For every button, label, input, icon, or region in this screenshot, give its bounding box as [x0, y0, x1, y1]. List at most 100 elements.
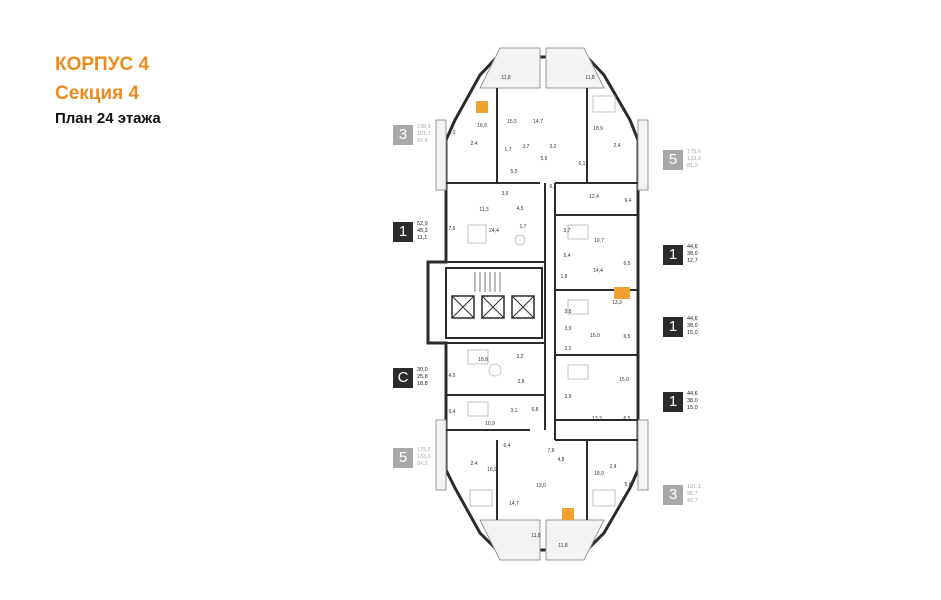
- area-value: 133,9: [687, 156, 701, 162]
- area-value: 42,6: [417, 138, 428, 144]
- room-area-label: 13,0: [536, 483, 546, 489]
- room-area-label: 4,8: [558, 457, 565, 463]
- area-value: 30,0: [417, 367, 428, 373]
- room-area-label: 3,9: [565, 394, 572, 400]
- room-area-label: 2,4: [471, 461, 478, 467]
- room-area-label: 6,5: [624, 334, 631, 340]
- room-area-label: 14,7: [509, 501, 519, 507]
- room-count-badge: 1: [663, 244, 683, 265]
- area-value: 18,8: [417, 381, 428, 387]
- room-area-label: 3,2: [550, 144, 557, 150]
- area-value: 38,0: [687, 398, 698, 404]
- area-value: 15,0: [687, 405, 698, 411]
- section-title: Секция 4: [55, 83, 140, 104]
- room-area-label: 9,4: [449, 409, 456, 415]
- room-area-label: 9,4: [625, 198, 632, 204]
- room-area-label: 3,2: [517, 354, 524, 360]
- area-value: 15,0: [687, 330, 698, 336]
- furniture: [467, 95, 616, 507]
- room-area-label: 5,6: [625, 482, 632, 488]
- room-area-label: 3,7: [564, 228, 571, 234]
- building-title: КОРПУС 4: [55, 54, 150, 75]
- area-value: 38,0: [687, 323, 698, 329]
- area-value: 175,9: [687, 149, 701, 155]
- room-area-label: 15,0: [619, 377, 629, 383]
- area-value: 133,6: [417, 454, 431, 460]
- room-area-label: 1,7: [505, 147, 512, 153]
- room-area-label: 15,0: [590, 333, 600, 339]
- room-area-label: 2,4: [610, 464, 617, 470]
- room-area-label: 6,5: [624, 416, 631, 422]
- elevator-core: [445, 267, 543, 339]
- area-value: 11,1: [417, 235, 428, 241]
- room-area-label: 2,4: [471, 141, 478, 147]
- area-value: 42,7: [687, 498, 698, 504]
- room-area-label: 2,8: [518, 379, 525, 385]
- room-area-label: 11,8: [531, 533, 541, 539]
- area-value: 131,1: [687, 484, 701, 490]
- room-area-label: 2,4: [614, 143, 621, 149]
- room-area-label: 2,0: [565, 346, 572, 352]
- room-area-label: 11,8: [585, 75, 595, 81]
- room-count-badge: 1: [663, 316, 683, 337]
- kitchen-highlights: [476, 101, 630, 520]
- room-area-label: 12,4: [589, 194, 599, 200]
- room-area-label: 1,8: [561, 274, 568, 280]
- room-area-label: 3,9: [565, 326, 572, 332]
- room-area-label: 3,7: [523, 144, 530, 150]
- room-area-label: 3,1: [511, 408, 518, 414]
- room-area-label: 5,4: [564, 253, 571, 259]
- room-area-label: 10,9: [485, 421, 495, 427]
- room-area-label: 6,0: [449, 130, 456, 136]
- room-area-label: 4,5: [517, 206, 524, 212]
- interior-walls: [446, 88, 638, 520]
- room-area-label: 6,1: [579, 161, 586, 167]
- area-value: 138,9: [417, 124, 431, 130]
- area-value: 175,5: [417, 447, 431, 453]
- room-area-label: 7,8: [548, 448, 555, 454]
- room-area-label: 18,8: [478, 357, 488, 363]
- room-area-label: 18,9: [594, 471, 604, 477]
- room-area-label: 10,7: [594, 238, 604, 244]
- room-area-label: 14,7: [533, 119, 543, 125]
- room-count-badge: 5: [663, 149, 683, 170]
- room-area-label: 16,9: [487, 467, 497, 473]
- room-area-label: 18,9: [593, 126, 603, 132]
- area-value: 25,8: [417, 374, 428, 380]
- area-value: 95,7: [687, 491, 698, 497]
- room-area-label: 13,3: [592, 416, 602, 422]
- room-area-label: 11,3: [479, 207, 489, 213]
- room-labels: 11,8 11,8 16,9 15,5 14,7 18,9 6,0 2,4 1,7 3,7 3,2 5…: [449, 75, 632, 549]
- room-count-badge: 3: [663, 484, 683, 505]
- room-count-badge: C: [393, 367, 413, 388]
- area-value: 12,7: [687, 258, 698, 264]
- room-area-label: 11,8: [501, 75, 511, 81]
- room-area-label: 5,5: [511, 169, 518, 175]
- room-area-label: 4,0: [449, 373, 456, 379]
- room-count-badge: 1: [393, 221, 413, 242]
- area-value: 44,6: [687, 316, 698, 322]
- room-area-label: 3,8: [565, 309, 572, 315]
- room-count-badge: 3: [393, 124, 413, 145]
- room-area-label: 15,5: [507, 119, 517, 125]
- room-area-label: 6,8: [532, 407, 539, 413]
- room-area-label: 14,4: [593, 268, 603, 274]
